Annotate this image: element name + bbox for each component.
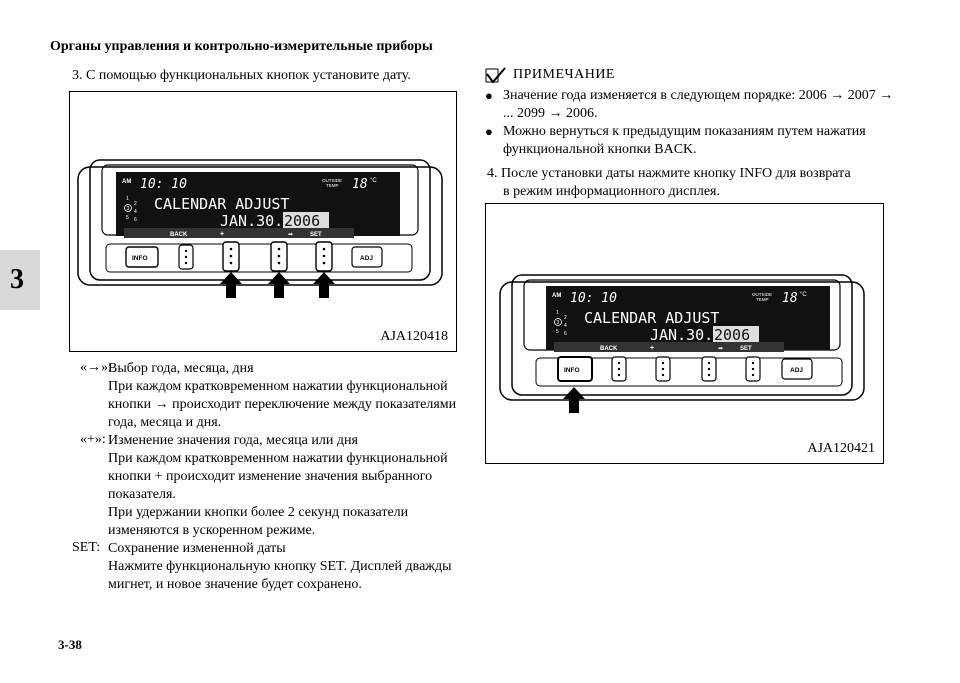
panel-illustration-2: AM 10: 10 OUTSIDE TEMP 18 °C CALENDAR AD… bbox=[499, 274, 865, 413]
svg-text:+: + bbox=[650, 345, 654, 352]
def-term: «→»: bbox=[80, 360, 112, 375]
svg-text:ADJ: ADJ bbox=[790, 367, 803, 374]
chapter-number: 3 bbox=[10, 264, 24, 295]
up-arrow-icon bbox=[313, 272, 335, 298]
svg-text:1: 1 bbox=[556, 310, 559, 316]
figure-1-code: AJA120418 bbox=[380, 329, 448, 344]
svg-text:INFO: INFO bbox=[564, 367, 580, 374]
svg-text:6: 6 bbox=[564, 331, 567, 337]
def-line: кнопки → происходит переключение между п… bbox=[108, 397, 457, 412]
def-term: «+»: bbox=[80, 432, 106, 447]
up-arrow-icon bbox=[220, 272, 242, 298]
button-arrow-1 bbox=[270, 241, 288, 272]
step-4-line-2: в режим информационного дисплея. bbox=[503, 184, 720, 199]
svg-text:6: 6 bbox=[134, 217, 137, 223]
button-set-2 bbox=[745, 356, 761, 382]
display-temp-value: 18 bbox=[352, 177, 368, 192]
note-1-line-1: Значение года изменяется в следующем пор… bbox=[503, 88, 894, 103]
svg-text:OUTSIDE: OUTSIDE bbox=[752, 292, 772, 297]
note-2-line-2: функциональной кнопки BACK. bbox=[503, 142, 697, 157]
note-title: ПРИМЕЧАНИЕ bbox=[513, 67, 615, 82]
svg-text:3: 3 bbox=[127, 206, 130, 212]
svg-text:5: 5 bbox=[556, 329, 559, 335]
def-line: Изменение значения года, месяца или дня bbox=[108, 433, 358, 448]
info-button-2: INFO bbox=[557, 356, 593, 382]
button-plus-2 bbox=[655, 356, 671, 382]
svg-text:18: 18 bbox=[782, 291, 798, 306]
step-4-line-1: 4. После установки даты нажмите кнопку I… bbox=[487, 166, 851, 181]
svg-text:1: 1 bbox=[126, 196, 129, 202]
svg-text:10: 10: 10: 10 bbox=[570, 291, 617, 306]
svg-text:2006: 2006 bbox=[714, 326, 750, 344]
svg-text:JAN.30.: JAN.30. bbox=[650, 326, 713, 344]
def-line: При каждом кратковременном нажатии функц… bbox=[108, 379, 448, 394]
button-back-1 bbox=[178, 244, 194, 270]
def-term: SET: bbox=[72, 540, 101, 555]
svg-text:4: 4 bbox=[564, 323, 567, 329]
adj-button-1: ADJ bbox=[351, 246, 383, 268]
svg-text:°C: °C bbox=[800, 292, 807, 298]
figure-1-box: AM 10: 10 OUTSIDE TEMP 18 °C CALENDAR AD… bbox=[69, 91, 457, 352]
svg-text:4: 4 bbox=[134, 209, 137, 215]
display-unit: °C bbox=[370, 178, 377, 184]
label-plus: + bbox=[220, 231, 224, 238]
svg-text:INFO: INFO bbox=[132, 255, 148, 262]
def-line: изменяются в ускоренном режиме. bbox=[108, 523, 316, 538]
svg-text:BACK: BACK bbox=[600, 346, 618, 352]
note-2-line-1: Можно вернуться к предыдущим показаниям … bbox=[503, 124, 866, 139]
label-set: SET bbox=[310, 232, 322, 238]
svg-text:2: 2 bbox=[134, 201, 137, 207]
def-line: мигнет, и новое значение будет сохранено… bbox=[108, 577, 362, 592]
svg-text:SET: SET bbox=[740, 346, 752, 352]
def-line: Сохранение измененной даты bbox=[108, 541, 286, 556]
info-button-1: INFO bbox=[125, 246, 159, 268]
display-line1: CALENDAR ADJUST bbox=[154, 195, 289, 213]
display-line2: JAN.30. bbox=[220, 212, 283, 230]
svg-text:CALENDAR ADJUST: CALENDAR ADJUST bbox=[584, 309, 719, 327]
def-line: Нажмите функциональную кнопку SET. Диспл… bbox=[108, 559, 452, 574]
note-1-line-2: ... 2099 → 2006. bbox=[503, 106, 598, 121]
svg-text:TEMP: TEMP bbox=[756, 297, 769, 302]
svg-text:➡: ➡ bbox=[718, 345, 723, 352]
page-number: 3-38 bbox=[58, 637, 82, 652]
svg-text:5: 5 bbox=[126, 215, 129, 221]
def-line: показателя. bbox=[108, 487, 176, 502]
svg-text:ADJ: ADJ bbox=[360, 255, 373, 262]
note-bullet-icon: ● bbox=[485, 124, 493, 139]
button-back-2 bbox=[611, 356, 627, 382]
def-line: кнопки + происходит изменение значения в… bbox=[108, 469, 433, 484]
display-temp-label: TEMP bbox=[326, 183, 339, 188]
up-arrow-icon bbox=[268, 272, 290, 298]
adj-button-2: ADJ bbox=[781, 358, 813, 380]
display-am: AM bbox=[122, 179, 131, 185]
svg-text:3: 3 bbox=[557, 320, 560, 326]
panel-illustration-1: AM 10: 10 OUTSIDE TEMP 18 °C CALENDAR AD… bbox=[77, 159, 443, 298]
display-outside: OUTSIDE bbox=[322, 178, 342, 183]
def-line: При удержании кнопки более 2 секунд пока… bbox=[108, 505, 409, 520]
note-check-icon bbox=[485, 67, 506, 84]
figure-2-code: AJA120421 bbox=[807, 441, 875, 456]
display-time: 10: 10 bbox=[140, 177, 187, 192]
up-arrow-icon bbox=[563, 387, 585, 413]
step-3-text: 3. С помощью функциональных кнопок устан… bbox=[72, 68, 411, 83]
button-plus-1 bbox=[222, 241, 240, 272]
svg-text:2: 2 bbox=[564, 315, 567, 321]
label-back: BACK bbox=[170, 232, 188, 238]
button-arrow-2 bbox=[701, 356, 717, 382]
def-line: При каждом кратковременном нажатии функц… bbox=[108, 451, 448, 466]
label-arrow: ➡ bbox=[288, 231, 293, 238]
svg-text:AM: AM bbox=[552, 293, 561, 299]
def-line: Выбор года, месяца, дня bbox=[108, 361, 254, 376]
note-bullet-icon: ● bbox=[485, 88, 493, 103]
def-line: года, месяца и дня. bbox=[108, 415, 222, 430]
figure-2-box: AM 10: 10 OUTSIDE TEMP 18 °C CALENDAR AD… bbox=[485, 203, 884, 464]
display-year: 2006 bbox=[284, 212, 320, 230]
button-set-1 bbox=[315, 241, 333, 272]
page-header-title: Органы управления и контрольно-измерител… bbox=[50, 39, 433, 54]
chapter-tab bbox=[0, 250, 40, 310]
